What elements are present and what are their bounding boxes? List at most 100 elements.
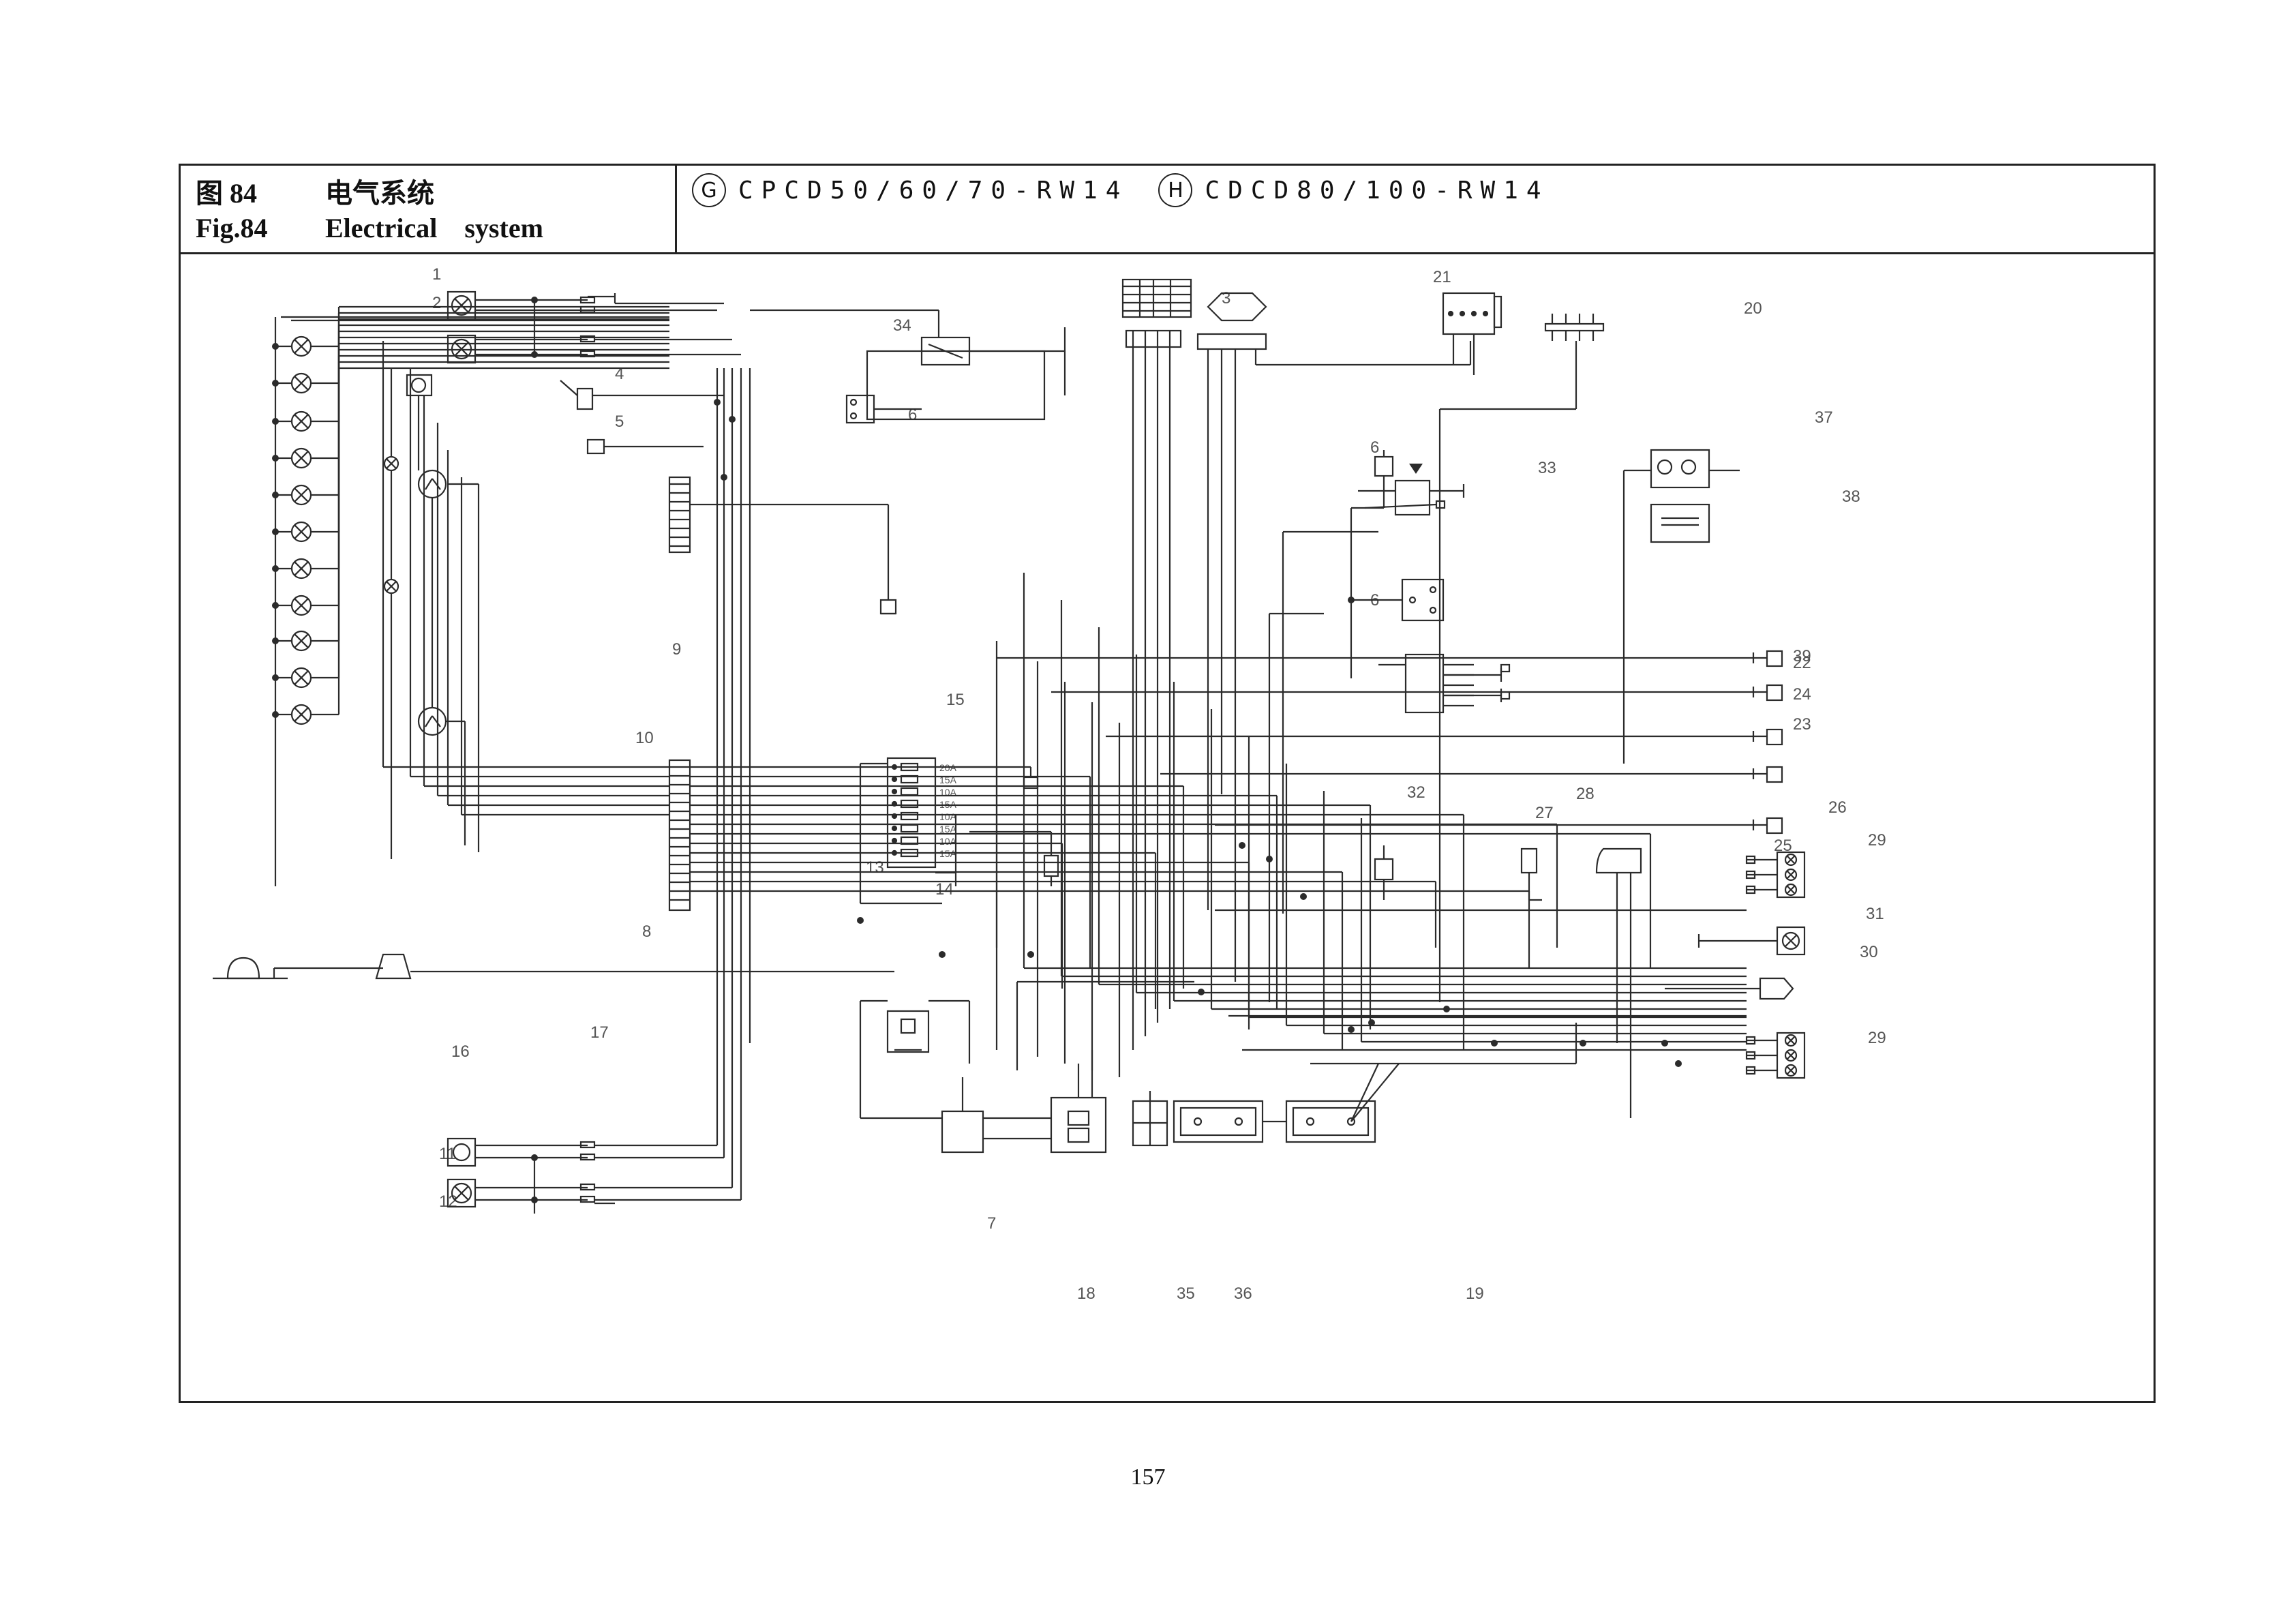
combination-lamp-bulb-cross bbox=[1786, 870, 1796, 879]
wire-junction bbox=[272, 637, 279, 644]
component-label-24: 24 bbox=[1793, 685, 1811, 704]
wire-junction bbox=[1675, 1060, 1682, 1067]
rear-lamp-11-bulb bbox=[452, 1143, 471, 1162]
connector-5 bbox=[586, 438, 605, 455]
component-label-26: 26 bbox=[1828, 798, 1847, 817]
sensor-right-4 bbox=[1766, 766, 1783, 783]
wire-junction bbox=[272, 492, 279, 498]
rear-lamp-11 bbox=[447, 1137, 477, 1167]
controller-23-pin bbox=[1459, 310, 1466, 317]
component-label-23: 23 bbox=[1793, 715, 1811, 734]
combination-lamp-bulb bbox=[1784, 1064, 1798, 1077]
headlamp-left-bulb bbox=[451, 295, 472, 316]
component-box bbox=[1292, 1107, 1370, 1137]
component-label-31: 31 bbox=[1866, 905, 1884, 923]
indicator-lamp-5-cross bbox=[294, 487, 309, 502]
figure-title-en-2: system bbox=[464, 213, 543, 243]
component-label-29: 29 bbox=[1868, 831, 1886, 849]
sensor-28 bbox=[1595, 847, 1642, 874]
combination-lamp-bulb-cross bbox=[1786, 855, 1796, 864]
wire-junction bbox=[1027, 951, 1034, 958]
horn-button-15 bbox=[879, 599, 897, 615]
rear-work-lamp-31-bulb-cross bbox=[1784, 934, 1798, 948]
component-label-29: 29 bbox=[1868, 1029, 1886, 1047]
model-h-mark: H bbox=[1158, 173, 1193, 207]
component-label-35: 35 bbox=[1177, 1284, 1195, 1303]
gauge-8 bbox=[417, 706, 447, 736]
flasher-unit bbox=[1207, 292, 1267, 322]
component-box bbox=[1500, 663, 1511, 673]
combination-lamp-bulb bbox=[1784, 1034, 1798, 1047]
component-label-37: 37 bbox=[1815, 408, 1833, 427]
wire-junction bbox=[272, 343, 279, 350]
component-label-8: 8 bbox=[642, 922, 651, 941]
indicator-lamp-6-cross bbox=[294, 524, 309, 539]
wire-junction bbox=[1348, 1026, 1355, 1033]
component-label-7: 7 bbox=[987, 1214, 996, 1233]
fuse-rating-6: 15A bbox=[939, 824, 957, 834]
fuse-rating-5: 10A bbox=[939, 811, 957, 822]
fuse-terminal bbox=[891, 837, 898, 844]
wire-junction bbox=[272, 674, 279, 681]
component-label-39: 39 bbox=[1793, 647, 1811, 665]
gauge-10 bbox=[417, 469, 447, 499]
component-box bbox=[1500, 691, 1511, 700]
seat-sensor-37 bbox=[1650, 449, 1710, 489]
connector bbox=[1745, 855, 1756, 864]
component-label-3: 3 bbox=[1222, 289, 1230, 307]
controller-23-pin bbox=[1470, 310, 1477, 317]
figure-title-zh: 电气系统 bbox=[325, 178, 434, 209]
reverse-buzzer-30 bbox=[1759, 977, 1794, 1000]
indicator-lamp-9-cross bbox=[294, 633, 309, 648]
component-label-17: 17 bbox=[590, 1023, 609, 1042]
sensor-right-3 bbox=[1766, 728, 1783, 746]
direction-control-32 bbox=[1404, 653, 1445, 714]
terminal bbox=[1305, 1117, 1315, 1126]
combination-lamp-bulb-cross bbox=[1786, 1066, 1796, 1075]
rear-lamp-12-bulb bbox=[451, 1182, 472, 1204]
headlamp-left-bulb-cross bbox=[454, 298, 469, 313]
wire-junction bbox=[729, 416, 736, 423]
wire-junction bbox=[272, 380, 279, 387]
rear-lamp-12 bbox=[447, 1178, 477, 1208]
wire-junction bbox=[721, 474, 727, 481]
terminal bbox=[849, 398, 858, 406]
terminal bbox=[1657, 459, 1673, 475]
wire-junction bbox=[272, 602, 279, 609]
wire-junction bbox=[1198, 989, 1205, 995]
light-switch-3 bbox=[1121, 278, 1192, 318]
component-label-13: 13 bbox=[866, 858, 884, 877]
component-box bbox=[1067, 1110, 1090, 1126]
component-label-33: 33 bbox=[1538, 459, 1556, 477]
model-g-mark: G bbox=[692, 173, 726, 207]
component-label-10: 10 bbox=[635, 729, 654, 747]
component-label-14: 14 bbox=[935, 880, 954, 899]
component-label-30: 30 bbox=[1860, 943, 1878, 961]
component-label-34: 34 bbox=[893, 316, 911, 335]
wire-junction bbox=[714, 399, 721, 406]
combination-lamp-bulb bbox=[1784, 883, 1798, 897]
component-label-28: 28 bbox=[1576, 785, 1595, 803]
figure-number-zh: 图 84 bbox=[196, 178, 257, 209]
wire-junction bbox=[857, 917, 864, 924]
combination-lamp-bulb bbox=[1784, 868, 1798, 882]
indicator-lamp-10-cross bbox=[294, 670, 309, 685]
figure-number-en: Fig.84 bbox=[196, 213, 268, 243]
wire bbox=[1364, 503, 1437, 509]
sensor-right-1 bbox=[1766, 650, 1783, 667]
wire-junction bbox=[1368, 1019, 1375, 1026]
terminal bbox=[1346, 1117, 1356, 1126]
terminal bbox=[1408, 596, 1417, 604]
component-label-19: 19 bbox=[1466, 1284, 1484, 1303]
rear-lamp-4 bbox=[576, 387, 594, 410]
relay-34-box bbox=[866, 350, 1046, 421]
wire-junction bbox=[1491, 1040, 1498, 1047]
combination-lamp-bulb bbox=[1784, 1049, 1798, 1062]
relay-14 bbox=[1043, 854, 1059, 877]
indicator-lamp-4-cross bbox=[294, 451, 309, 466]
wire-junction bbox=[272, 418, 279, 425]
wire-junction bbox=[272, 711, 279, 718]
sensor-right-2 bbox=[1766, 684, 1783, 702]
wire bbox=[425, 478, 433, 490]
